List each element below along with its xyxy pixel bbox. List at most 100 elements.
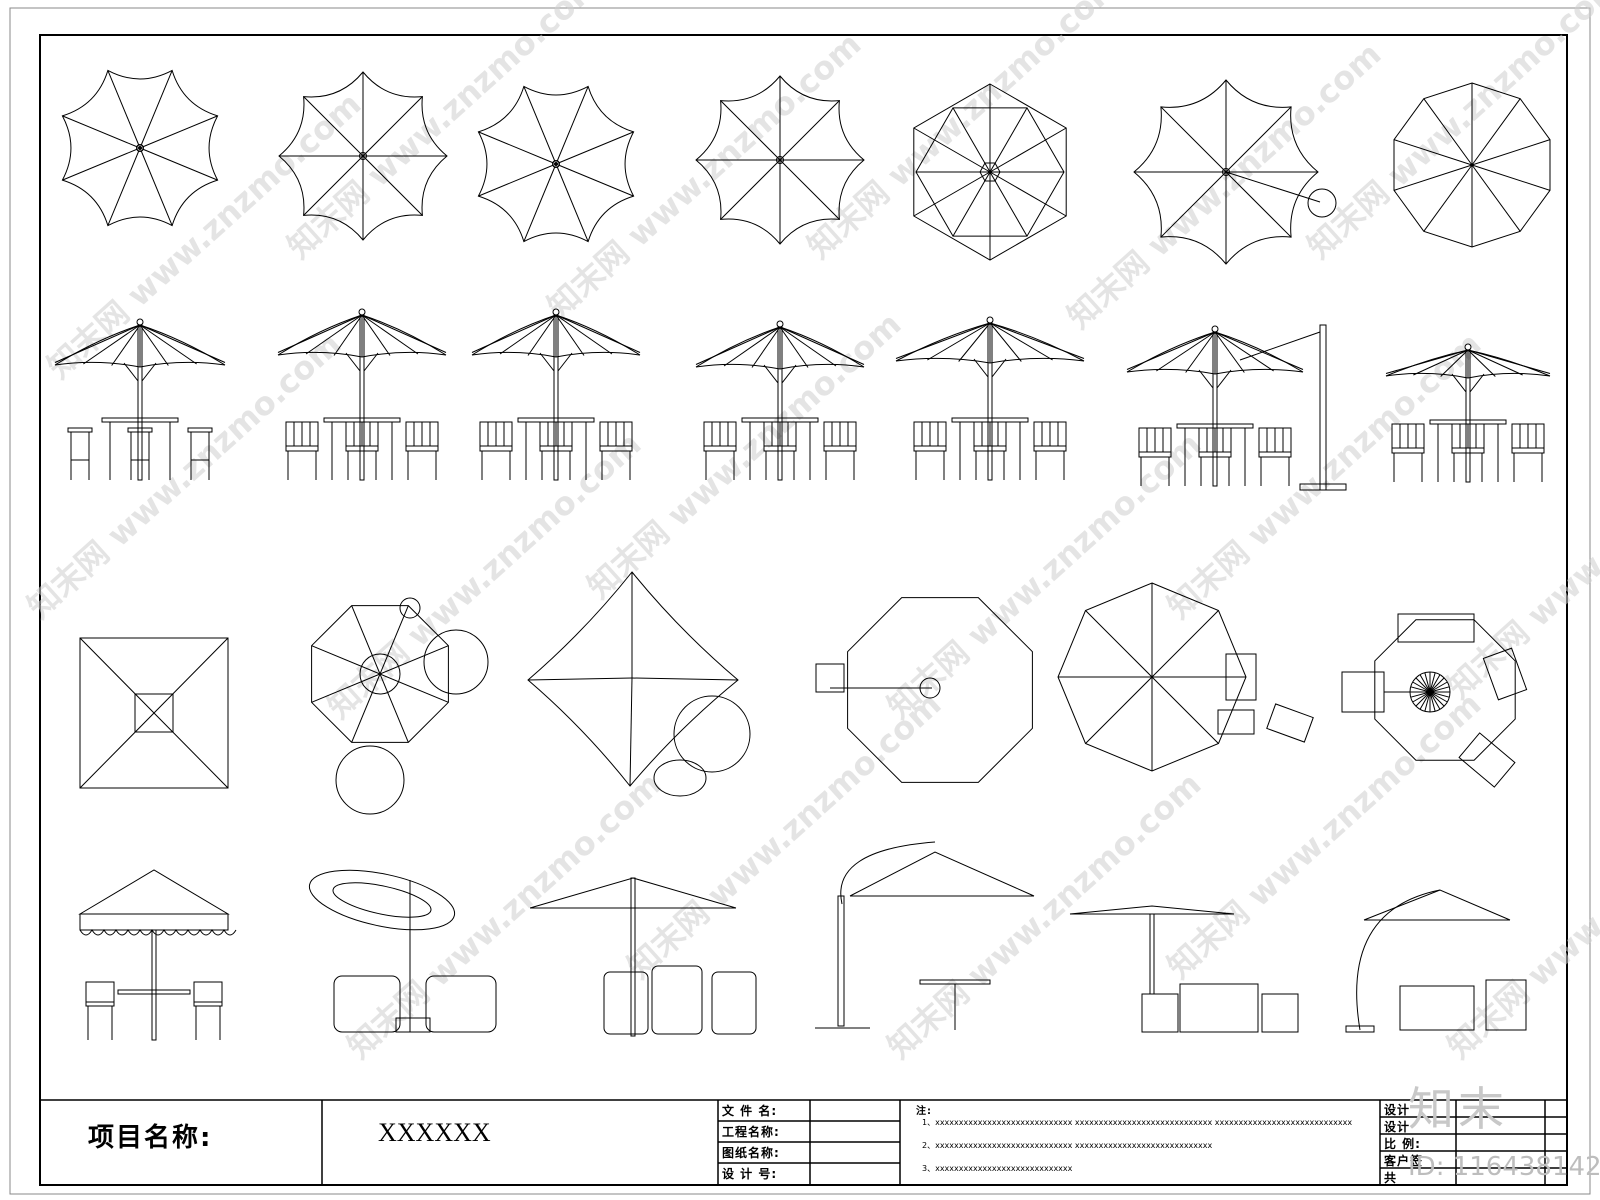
finial: [1211, 325, 1219, 333]
client-sign-label: 客户签: [1384, 1154, 1424, 1168]
canopy-rib: [1085, 676, 1153, 744]
umbrella-top-view-5: [913, 83, 1067, 261]
total-sheets-label: 共: [1384, 1171, 1398, 1185]
pole: [1465, 349, 1471, 483]
canopy-panel-line: [1156, 331, 1216, 372]
canopy-outline: [79, 637, 229, 789]
project-name-label: 项目名称:: [88, 1123, 213, 1153]
project-name-value: XXXXXX: [378, 1118, 491, 1147]
strut: [781, 364, 797, 384]
canopy-rib: [62, 115, 141, 149]
cantilever-base: [815, 663, 845, 693]
chair-back: [85, 981, 115, 1003]
note-line-1: 1、xxxxxxxxxxxxxxxxxxxxxxxxxxxxx xxxxxxxx…: [922, 1118, 1353, 1127]
crown-rib: [1419, 691, 1431, 710]
strut: [1216, 369, 1232, 389]
stool-seat: [127, 427, 153, 433]
crown-rib: [1429, 691, 1448, 703]
canopy-panel-line: [361, 314, 419, 355]
umbrella-top-view-5-inner: [915, 107, 1065, 237]
canopy-rib: [1160, 171, 1227, 238]
canopy-rib: [1225, 171, 1292, 238]
cantilever-post: [837, 895, 845, 1027]
canopy-rib: [362, 96, 423, 157]
canopy-panel-line: [83, 324, 141, 365]
umbrella-side-view-6: [1126, 324, 1347, 491]
crown-rib: [1429, 674, 1441, 693]
chair-seat: [285, 445, 319, 452]
chair-seat: [1033, 445, 1067, 452]
crown-rib: [1429, 691, 1450, 698]
canopy-panel-line: [751, 326, 781, 368]
canopy-rib: [379, 645, 449, 675]
watermark-logo: 知末: [1408, 1082, 1508, 1136]
canopy-rib: [153, 637, 229, 714]
canopy-rib: [779, 100, 840, 161]
site-watermark: 知末网 www.znzmo.com: [1300, 0, 1600, 266]
canopy-panel-line: [1214, 331, 1245, 373]
canopy-rib: [555, 163, 634, 197]
umbrella-plan-octagon-1: [311, 597, 489, 815]
canopy-rib: [478, 131, 557, 165]
canopy-panel-line: [927, 322, 991, 361]
umbrella-side-view-2: [277, 308, 447, 481]
canopy-panel-line: [139, 324, 169, 366]
lounge-chair: [1397, 613, 1475, 643]
chair-seat: [193, 1001, 223, 1007]
canopy-panel-line: [555, 314, 641, 353]
crown-rib: [1412, 681, 1431, 693]
canopy-rib: [153, 712, 229, 789]
canopy-side: [849, 851, 1035, 897]
canopy-hub: [552, 160, 560, 168]
pole: [777, 326, 783, 481]
canopy-rib: [351, 673, 381, 743]
canopy-panel-line: [139, 324, 197, 365]
canopy-rib: [1471, 139, 1551, 166]
umbrella-side-view-cantilever-1: [815, 841, 1035, 1030]
canopy-rib: [478, 163, 557, 197]
umbrella-plan-square: [79, 637, 229, 789]
canopy-rib: [351, 605, 381, 675]
table-top: [101, 417, 179, 423]
designer-label-2: 设计: [1384, 1120, 1411, 1134]
armchair: [1485, 979, 1527, 1031]
note-line-2: 2、xxxxxxxxxxxxxxxxxxxxxxxxxxxxx xxxxxxxx…: [922, 1141, 1213, 1150]
canopy-hub: [1222, 168, 1230, 176]
canopy-rib: [79, 637, 155, 714]
canopy-panel-line: [779, 326, 809, 368]
finial: [986, 316, 994, 324]
crown-rib: [1424, 691, 1431, 712]
finial: [136, 318, 144, 326]
site-watermark: 知末网 www.znzmo.com: [1160, 685, 1488, 986]
canopy-rib: [1151, 610, 1219, 678]
canopy-crown: [134, 693, 174, 733]
canopy-panel-line: [305, 314, 363, 355]
pole: [359, 314, 365, 481]
canopy-rib: [629, 677, 633, 787]
finial: [358, 308, 366, 316]
canopy-outline: [847, 597, 1033, 783]
chair-seat: [823, 445, 857, 452]
bench: [1179, 983, 1259, 1033]
canopy-rib: [1471, 164, 1551, 191]
crown-rib: [1429, 681, 1448, 693]
strut: [973, 358, 989, 378]
chair-seat: [85, 1001, 115, 1007]
canopy-rib: [303, 96, 364, 157]
strut: [557, 352, 573, 372]
umbrella-plan-octagon-2: [815, 597, 1033, 783]
canopy-panel-line: [1126, 331, 1216, 370]
canopy-rib: [555, 86, 589, 165]
pole: [151, 929, 157, 1041]
chair-seat: [1391, 447, 1425, 454]
canopy-panel-line: [333, 314, 363, 356]
cantilever-arm: [1225, 171, 1321, 203]
chair-back: [651, 965, 703, 1035]
chair-back: [603, 971, 649, 1035]
strut: [763, 364, 779, 384]
chair-seat: [405, 445, 439, 452]
crown-rib: [1410, 691, 1431, 698]
table-top: [1429, 419, 1507, 425]
canopy-panel-line: [1467, 349, 1523, 376]
designer-label: 设计: [1384, 1103, 1411, 1117]
